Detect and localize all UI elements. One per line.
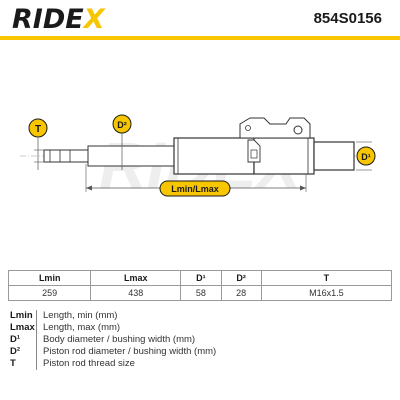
legend-description: Body diameter / bushing width (mm) <box>43 334 196 345</box>
part-number: 854S0156 <box>313 10 382 27</box>
header: RIDEX 854S0156 <box>0 0 400 40</box>
table-header-cell: Lmax <box>90 270 182 286</box>
legend-key: Lmin <box>10 310 33 321</box>
table-row: 259 438 58 28 M16x1.5 <box>7 285 393 301</box>
length-label-badge <box>159 180 231 197</box>
mount-bracket <box>239 117 311 139</box>
legend-key: Lmax <box>10 322 35 333</box>
ridex-logo: RIDEX <box>12 4 105 35</box>
t-label-badge <box>28 118 48 138</box>
dimensions-table: Lmin Lmax D¹ D² T 259 438 58 28 M16x1.5 <box>7 270 393 301</box>
damper-body <box>173 137 255 175</box>
lower-mount-body <box>253 137 315 175</box>
dust-cover <box>87 145 175 167</box>
legend-divider <box>36 358 37 370</box>
legend-description: Length, max (mm) <box>43 322 121 333</box>
table-cell: 28 <box>220 285 262 301</box>
legend-item: Lmax Length, max (mm) <box>10 322 390 334</box>
legend: Lmin Length, min (mm) Lmax Length, max (… <box>10 310 390 370</box>
shock-absorber-diagram: RIDEX T D² D¹ Lmin/Lmax <box>20 114 376 202</box>
accent-band <box>0 36 400 40</box>
length-label: Lmin/Lmax <box>171 184 219 194</box>
legend-key: T <box>10 358 16 369</box>
table-cell: 259 <box>7 285 92 301</box>
legend-item: Lmin Length, min (mm) <box>10 310 390 322</box>
table-header-cell: D² <box>220 270 262 286</box>
legend-divider <box>36 346 37 358</box>
table-cell: M16x1.5 <box>260 285 393 301</box>
table-header-row: Lmin Lmax D¹ D² T <box>7 270 393 286</box>
legend-divider <box>36 310 37 322</box>
arrow-left-icon <box>86 185 92 191</box>
d1-label: D¹ <box>361 152 371 162</box>
clip-slot <box>250 149 258 159</box>
legend-item: T Piston rod thread size <box>10 358 390 370</box>
d1-label-badge <box>356 146 376 166</box>
table-header-cell: D¹ <box>180 270 222 286</box>
legend-description: Length, min (mm) <box>43 310 118 321</box>
logo-text: RIDE <box>12 4 84 35</box>
table-header-cell: T <box>260 270 393 286</box>
piston-rod <box>43 149 89 163</box>
legend-item: D¹ Body diameter / bushing width (mm) <box>10 334 390 346</box>
bracket-hole-icon <box>293 125 303 135</box>
table-header-cell: Lmin <box>7 270 92 286</box>
d2-label: D² <box>117 120 127 130</box>
legend-description: Piston rod diameter / bushing width (mm) <box>43 346 217 357</box>
t-label: T <box>35 124 41 135</box>
bottom-cap <box>313 141 355 171</box>
legend-description: Piston rod thread size <box>43 358 135 369</box>
arrow-right-icon <box>300 185 306 191</box>
legend-key: D² <box>10 346 21 357</box>
table-cell: 58 <box>180 285 222 301</box>
legend-divider <box>36 334 37 346</box>
legend-key: D¹ <box>10 334 21 345</box>
table-cell: 438 <box>90 285 182 301</box>
legend-item: D² Piston rod diameter / bushing width (… <box>10 346 390 358</box>
d2-label-badge <box>112 114 132 134</box>
logo-x-letter: X <box>83 4 105 35</box>
legend-divider <box>36 322 37 334</box>
bracket-hole-icon <box>245 125 251 131</box>
